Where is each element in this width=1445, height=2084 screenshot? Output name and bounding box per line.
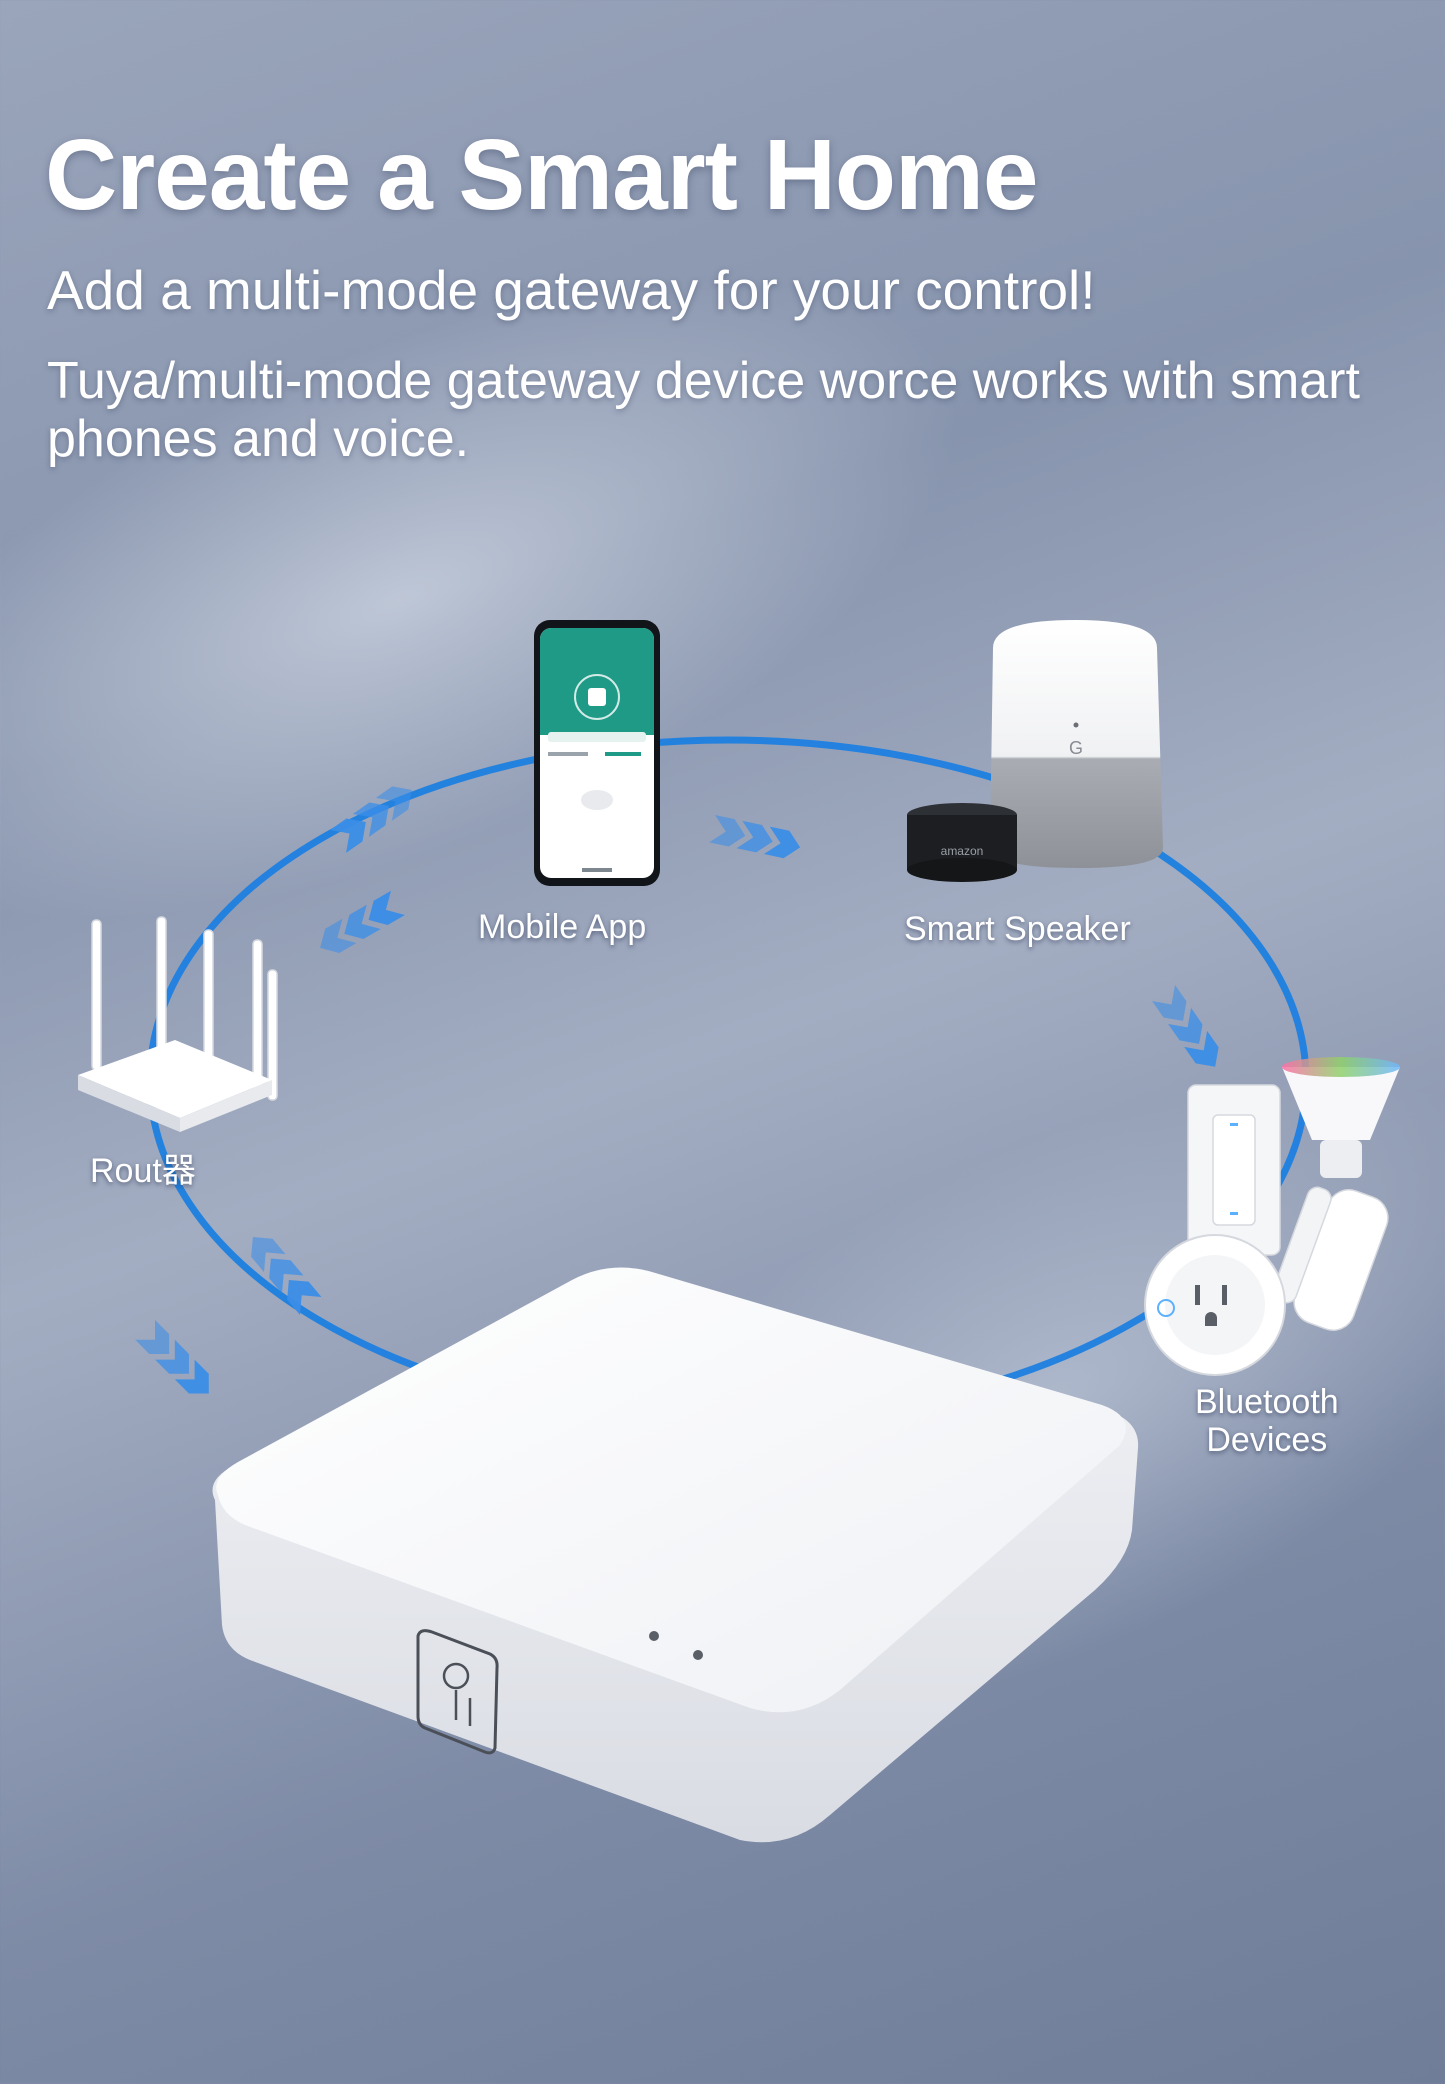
phone-icon xyxy=(534,620,660,886)
gateway-hub-icon xyxy=(212,1267,1139,1843)
bluetooth-devices-icon xyxy=(1144,1057,1400,1376)
page-subtitle: Add a multi-mode gateway for your contro… xyxy=(47,259,1096,321)
bluetooth-label-line1: Bluetooth xyxy=(1195,1383,1339,1421)
flow-arrow-icon xyxy=(709,815,801,859)
router-icon xyxy=(78,916,278,1132)
smart-speaker-label: Smart Speaker xyxy=(904,910,1131,948)
svg-text:G: G xyxy=(1069,738,1083,758)
bluetooth-label-line2: Devices xyxy=(1206,1421,1328,1459)
router-label: Rout器 xyxy=(90,1152,196,1190)
mobile-app-label: Mobile App xyxy=(478,908,647,946)
page-description: Tuya/multi-mode gateway device worce wor… xyxy=(47,352,1360,468)
flow-arrow-icon xyxy=(320,890,405,953)
speaker-icon: G amazon xyxy=(907,620,1163,882)
bluetooth-devices-label: Bluetooth Devices xyxy=(1195,1383,1339,1459)
svg-text:amazon: amazon xyxy=(941,844,984,858)
page-title: Create a Smart Home xyxy=(45,119,1039,231)
flow-arrow-icon xyxy=(330,786,412,853)
flow-arrow-icon xyxy=(251,1237,322,1315)
flow-arrow-icon xyxy=(135,1320,209,1394)
flow-arrow-icon xyxy=(1152,985,1219,1067)
